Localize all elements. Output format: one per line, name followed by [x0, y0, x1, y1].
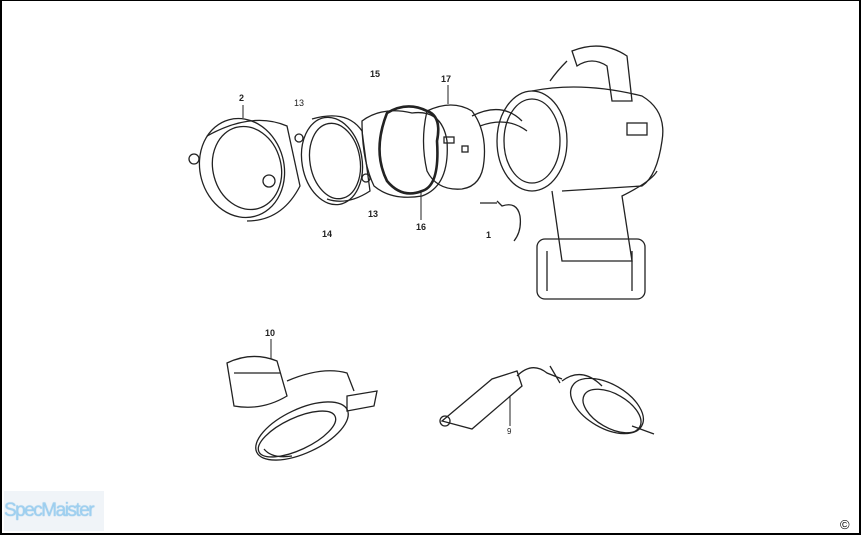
label-part-15: 15 — [370, 69, 381, 79]
label-part-17: 17 — [441, 74, 452, 84]
label-part-9: 9 — [507, 427, 512, 436]
label-part-13-top: 13 — [294, 98, 305, 108]
part-16-seal — [378, 105, 440, 195]
part-17-bulb-housing — [422, 104, 528, 190]
label-part-16: 16 — [416, 222, 427, 232]
part-9-car-charger — [439, 365, 655, 435]
label-part-10: 10 — [265, 328, 276, 338]
leader-lines — [242, 85, 511, 426]
specmaister-watermark: SpecMaister — [4, 491, 104, 531]
part-15-reflector — [361, 110, 448, 198]
part-14-lens — [294, 115, 371, 206]
spotlight-body — [496, 45, 664, 300]
label-part-1: 1 — [486, 230, 492, 240]
label-part-13-bottom: 13 — [368, 209, 379, 219]
label-part-14: 14 — [322, 229, 333, 239]
part-1-wire — [480, 200, 522, 242]
label-part-2: 2 — [239, 93, 245, 103]
part-10-ac-charger — [226, 355, 378, 461]
part-2-bezel — [188, 117, 301, 222]
copyright-symbol: © — [840, 517, 850, 532]
